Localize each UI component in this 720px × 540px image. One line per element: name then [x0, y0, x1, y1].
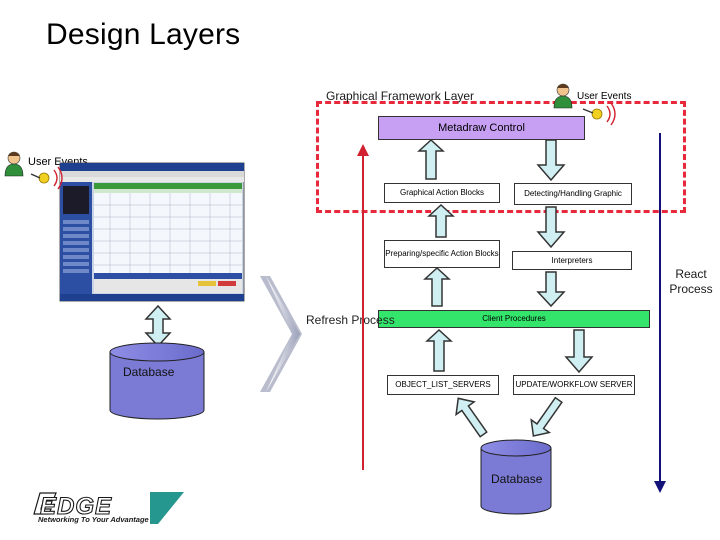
interpreters-box: Interpreters [512, 251, 632, 270]
user-events-icon [4, 151, 63, 190]
detecting-handling-graphic-box: Detecting/Handling Graphic [514, 183, 632, 205]
big-transition-arrow [260, 276, 302, 392]
database-bottom-label: Database [491, 472, 543, 486]
application-screenshot-thumbnail [59, 162, 245, 302]
client-procedures-box: Client Procedures [378, 310, 650, 328]
arrow-down-detecting [536, 139, 566, 182]
user-events-icon [553, 83, 616, 126]
user-events-top-label: User Events [577, 91, 632, 102]
database-bottom-cylinder [480, 439, 552, 515]
update-workflow-server-box: UPDATE/WORKFLOW SERVER [513, 375, 635, 395]
arrow-db-to-object-list [455, 397, 488, 438]
arrow-down-update-server [564, 329, 594, 374]
graphical-action-blocks-box: Graphical Action Blocks [384, 183, 500, 203]
arrow-up-metadraw [417, 138, 445, 180]
graphical-framework-label: Graphical Framework Layer [326, 89, 475, 103]
edge-logo-tagline: Networking To Your Advantage [38, 515, 149, 524]
preparing-action-blocks-box: Preparing/specific Action Blocks [384, 240, 500, 268]
arrow-up-client-procedures [425, 328, 453, 372]
arrow-update-to-db [530, 396, 563, 437]
metadraw-control-box: Metadraw Control [378, 116, 585, 140]
page-title: Design Layers [46, 18, 241, 51]
database-left-cylinder [109, 342, 205, 420]
database-left-label: Database [123, 365, 175, 379]
object-list-servers-box: OBJECT_LIST_SERVERS [387, 375, 499, 395]
arrow-up-preparing [423, 266, 451, 307]
edge-logo: EDGE Networking To Your Advantage [33, 492, 184, 524]
react-process-label: React Process [669, 267, 713, 296]
arrow-down-client [536, 271, 566, 308]
refresh-process-label: Refresh Process [306, 313, 395, 327]
arrow-down-interpreters [536, 206, 566, 249]
edge-logo-name: EDGE [40, 493, 112, 520]
graphical-framework-region [316, 101, 686, 213]
arrow-double-screenshot-database [144, 304, 172, 348]
arrow-up-graphical-action [427, 203, 455, 238]
